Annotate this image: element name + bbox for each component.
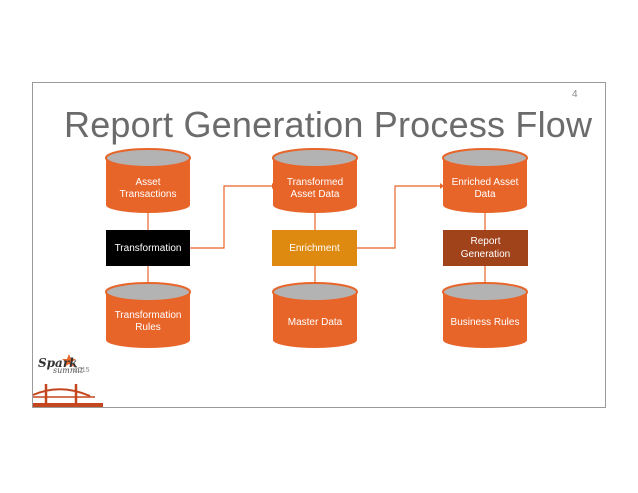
- spark-summit-logo-graphic: [32, 354, 103, 407]
- logo-spark-text: Spark: [38, 356, 78, 370]
- asset-transactions-label: Asset Transactions: [119, 177, 177, 200]
- cylinder-enriched-asset-data: [442, 148, 528, 213]
- connector-enrichment-to-enriched-data: [357, 185, 440, 249]
- report-generation-box: Report Generation: [443, 230, 528, 266]
- connector-transformation-to-transformed-data: [190, 185, 272, 249]
- arrowhead-enriched-data: [440, 183, 444, 189]
- master-data-label: Master Data: [287, 317, 343, 328]
- cylinder-master-data: [272, 282, 358, 348]
- cylinder-transformation-rules: [105, 282, 191, 348]
- cylinder-asset-transactions: [105, 148, 191, 213]
- enriched-asset-data-label: Enriched Asset Data: [451, 177, 519, 200]
- transformation-box: Transformation: [106, 230, 190, 266]
- cylinder-business-rules: [442, 282, 528, 348]
- business-rules-label: Business Rules: [450, 317, 520, 328]
- enrichment-box: Enrichment: [272, 230, 357, 266]
- page-number: 4: [572, 89, 578, 100]
- logo-year-text: 2015: [74, 367, 90, 374]
- cylinder-transformed-asset-data: [272, 148, 358, 213]
- transformed-asset-data-label: Transformed Asset Data: [286, 177, 344, 200]
- slide-title: Report Generation Process Flow: [64, 104, 593, 145]
- logo-summit-text: summit: [53, 366, 84, 375]
- spark-star-icon: [62, 354, 76, 367]
- transformation-rules-label: Transformation Rules: [114, 310, 182, 333]
